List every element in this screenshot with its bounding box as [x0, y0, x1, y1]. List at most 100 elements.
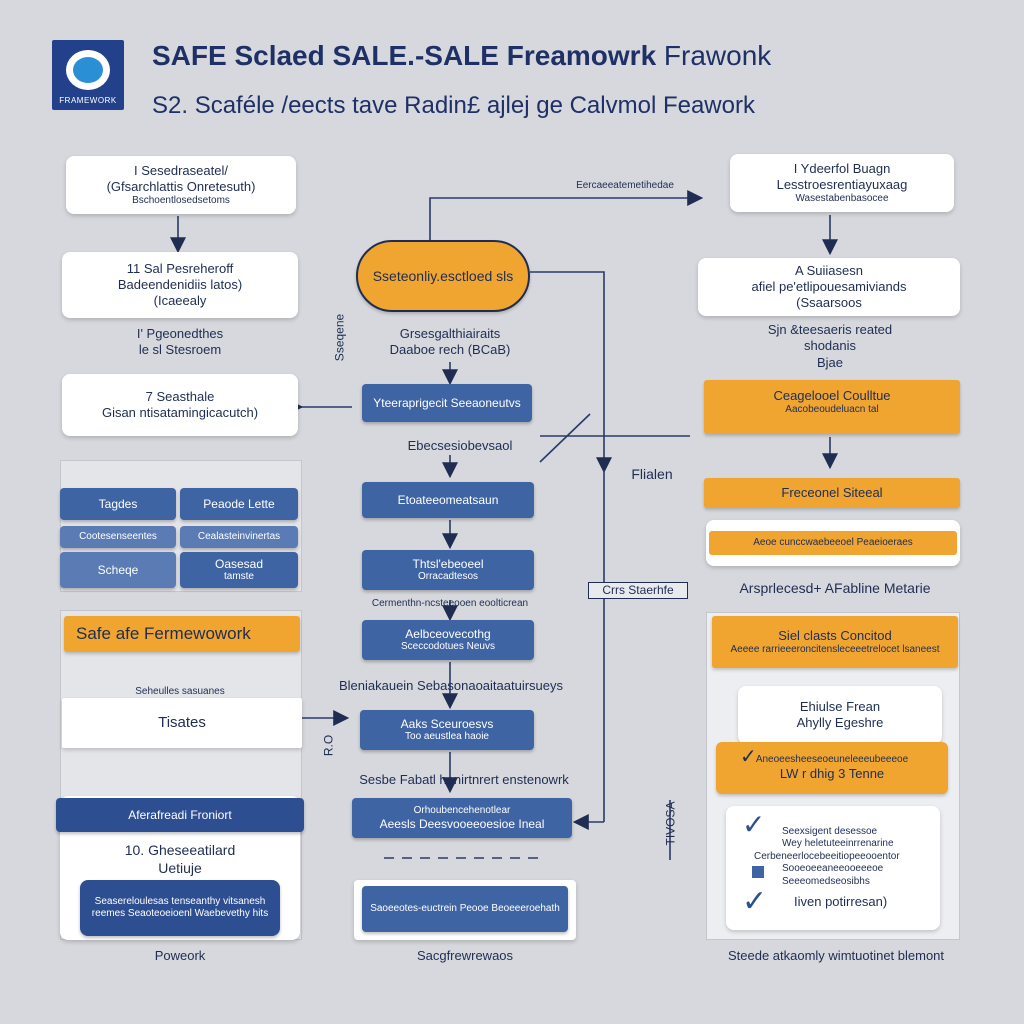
left-box-2-line-3: (Icaeealy	[153, 293, 207, 309]
right-label-b: Arsprlecesd+ AFabline Metarie	[739, 580, 931, 596]
middle-box-6: Orhoubencehenotlear Aeesls Deesvooeeoesi…	[352, 798, 572, 838]
right-footer: Steede atkaomly wimtuotinet blemont	[727, 948, 945, 963]
grid-cell-tagdes: Tagdes	[60, 488, 176, 520]
middle-box-3: Thtsl'ebeoeel Orracadtesos	[362, 550, 534, 590]
middle-label-4: Sesbe Fabatl henirtnrert enstenowrk	[359, 772, 569, 787]
right-panel-box-1-line-2: Ahylly Egeshre	[796, 715, 884, 730]
checkmark-icon-1: ✓	[740, 746, 757, 768]
middle-vertical-label-b: R.O	[321, 734, 336, 757]
logo-text: FRAMEWORK	[59, 96, 117, 105]
right-panel-box-1: Ehiulse Frean Ahylly Egeshre	[738, 686, 942, 744]
middle-box-5-line-2: Too aeustlea haoie	[405, 731, 489, 743]
right-box-2-line-1: A Suiiasesn	[795, 262, 863, 278]
left-bottom-blue: Seasereloulesas tenseanthy vitsanesh ree…	[80, 880, 280, 936]
left-box-1: I Sesedraseatel/ (Gfsarchlattis Onretesu…	[66, 156, 296, 214]
middle-box-6-line-2: Aeesls Deesvooeeoesioe Ineal	[379, 816, 545, 831]
right-panel-orange-line-2: LW r dhig 3 Tenne	[779, 766, 885, 782]
middle-box-4-line-1: Aelbceovecothg	[405, 626, 491, 641]
right-box-1: I Ydeerfol Buagn Lesstroesrentiayuxaag W…	[730, 154, 954, 212]
middle-box-3-line-2: Orracadtesos	[417, 571, 479, 583]
right-flier-label: Flialen	[631, 466, 673, 482]
right-box-1-line-3: Wasestabenbasocee	[795, 193, 889, 204]
right-label-a-line-2: shodanis	[803, 338, 857, 354]
left-box-2-line-2: Badeendenidiis latos)	[117, 276, 243, 292]
right-orange-3-frame: Aeoe cunccwaebeeoel Peaeioeraes	[706, 520, 960, 566]
checklist-line-3: Cerbeneerlocebeeitiopeeooentor	[754, 850, 900, 862]
middle-box-4-line-2: Sceccodotues Neuvs	[401, 641, 495, 653]
right-panel-box-1-line-1: Ehiulse Frean	[799, 698, 881, 714]
checkmark-icon-2: ✓	[742, 809, 766, 840]
page-subtitle: S2. Scaféle /eects tave Radin£ ajlej ge …	[152, 92, 755, 119]
middle-box-3-line-1: Thtsl'ebeoeel	[412, 556, 484, 571]
right-vertical-label: TIVOSA	[663, 801, 678, 846]
right-label-a-line-1: Sjn &teesaeris reated	[767, 322, 893, 337]
left-caption-small: Seheulles sasuanes	[135, 686, 225, 697]
middle-label-2: Cermenthn-ncsteeooen eoolticrean	[371, 598, 529, 609]
middle-label-1: Ebecsesiobevsaol	[407, 438, 513, 453]
right-label-a-line-3: Bjae	[816, 354, 844, 370]
checklist-line-6: Iiven potirresan)	[794, 894, 888, 910]
middle-side-label: Crrs Staerhfe	[588, 582, 688, 599]
middle-vertical-label-a: Sseqene	[332, 313, 347, 362]
left-label-a-line-2: le sl Stesroem	[138, 342, 222, 358]
right-box-2-line-2: afiel pe'etlipouesamiviands	[751, 278, 907, 294]
right-label-a: Sjn &teesaeris reated shodanis Bjae	[730, 322, 930, 371]
left-box-2-line-1: 11 Sal Pesreheroff	[126, 260, 234, 276]
right-box-1-line-2: Lesstroesrentiayuxaag	[776, 176, 908, 192]
grid-cell-sub-1: Cootesenseentes	[60, 526, 176, 548]
middle-arrow-label: Eercaeeatemetihedae	[576, 180, 674, 191]
middle-pill-caption-line-2: Daaboe rech (BCaB)	[389, 342, 511, 358]
left-box-1-line-3: Bschoentlosedsetoms	[132, 195, 230, 206]
checklist-line-1: Seexsigent desessoe	[782, 825, 878, 837]
middle-box-5: Aaks Sceuroesvs Too aeustlea haoie	[360, 710, 534, 750]
middle-box-1: Yteeraprigecit Seeaoneutvs	[362, 384, 532, 422]
left-label-a: I' Pgeonedthes le sl Stesroem	[90, 326, 270, 359]
checklist-line-5: Seeeomedseosibhs	[782, 875, 870, 887]
left-box-2: 11 Sal Pesreheroff Badeendenidiis latos)…	[62, 252, 298, 318]
middle-box-6-line-1: Orhoubencehenotlear	[413, 804, 511, 816]
right-orange-3: Aeoe cunccwaebeeoel Peaeioeraes	[709, 531, 957, 555]
left-orange-bar: Safe afe Fermewowork	[64, 616, 300, 652]
grid-cell-oasesad: Oasesad tamste	[180, 552, 298, 588]
right-panel-header-line-2: Aeeee rarrieeeroncitensleceeetrelocet ls…	[730, 643, 940, 655]
logo: FRAMEWORK	[52, 40, 124, 110]
logo-emblem-icon	[66, 50, 110, 90]
checkmark-icon-3: ✓	[742, 885, 768, 918]
middle-box-7: Saoeeotes-euctrein Peooe Beoeeeroehath	[362, 886, 568, 932]
grid-cell-scheqe: Scheqe	[60, 552, 176, 588]
grid-cell-oasesad-line-1: Oasesad	[214, 556, 264, 571]
middle-pill-caption: Grsesgalthiairaits Daaboe rech (BCaB)	[360, 326, 540, 359]
right-panel-header-line-1: Siel clasts Concitod	[778, 628, 892, 644]
right-panel-orange: Aneoeesheeseoeuneleeeubeeeoe LW r dhig 3…	[716, 742, 948, 794]
middle-label-3: Bleniakauein Sebasonaoaitaatuirsueys	[338, 678, 564, 693]
right-panel-orange-line-1: Aneoeesheeseoeuneleeeubeeeoe	[755, 754, 909, 766]
right-panel-header: Siel clasts Concitod Aeeee rarrieeeronci…	[712, 616, 958, 668]
right-orange-1-line-2: Aacobeoudeluacn tal	[785, 403, 879, 415]
middle-box-4: Aelbceovecothg Sceccodotues Neuvs	[362, 620, 534, 660]
right-orange-1-line-1: Ceagelooel Coulltue	[773, 388, 891, 403]
middle-footer: Sacgfrewrewaos	[416, 948, 514, 963]
middle-box-2: Etoateeomeatsaun	[362, 482, 534, 518]
checkbox-square-icon	[752, 866, 764, 878]
right-orange-2: Freceonel Siteeal	[704, 478, 960, 508]
left-box-1-line-1: I Sesedraseatel/	[134, 162, 228, 178]
left-box-3-line-1: 7 Seasthale	[145, 388, 215, 404]
left-box-1-line-2: (Gfsarchlattis Onretesuth)	[106, 178, 256, 194]
grid-cell-oasesad-line-2: tamste	[223, 571, 254, 583]
right-box-2: A Suiiasesn afiel pe'etlipouesamiviands …	[698, 258, 960, 316]
left-bottom-card-line-2: Uetiuje	[158, 859, 202, 876]
left-box-3-line-2: Gisan ntisatamingicacutch)	[101, 405, 259, 420]
page-title: SAFE Sclaed SALE.-SALE Freamowrk Frawonk	[152, 40, 852, 72]
right-box-1-line-1: I Ydeerfol Buagn	[793, 160, 891, 176]
grid-cell-peaode: Peaode Lette	[180, 488, 298, 520]
left-bottom-card-line-1: 10. Gheseeatilard	[124, 842, 236, 858]
left-label-a-line-1: I' Pgeonedthes	[136, 326, 224, 341]
right-box-2-line-3: (Ssaarsoos	[796, 295, 862, 311]
left-footer: Poweork	[154, 948, 206, 963]
middle-box-5-line-1: Aaks Sceuroesvs	[400, 716, 494, 731]
right-orange-1: Ceagelooel Coulltue Aacobeoudeluacn tal	[704, 380, 960, 434]
left-box-3: 7 Seasthale Gisan ntisatamingicacutch)	[62, 374, 298, 436]
middle-pill-caption-line-1: Grsesgalthiairaits	[399, 326, 501, 341]
checklist-line-2: Wey heletuteeinrrenarine	[782, 838, 894, 850]
